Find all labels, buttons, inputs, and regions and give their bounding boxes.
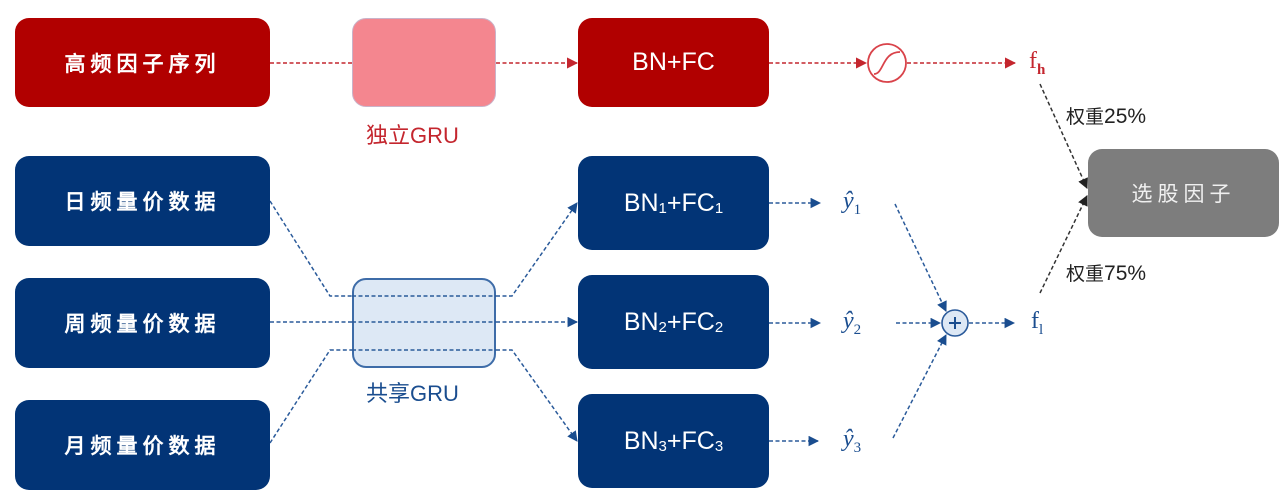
y-hat-1-sub: 1 [853,201,862,218]
y-hat-2-base: ŷ [843,308,854,334]
y-hat-2: ŷ2 [843,308,861,339]
monthly-data-box: 月频量价数据 [15,400,270,490]
y-hat-3-sub: 3 [853,439,862,456]
y-hat-1: ŷ1 [843,188,861,219]
bn-fc-head-3-label: BN3+FC3 [623,426,724,455]
independent-gru-box [352,18,496,107]
sigmoid-icon [867,43,907,83]
edge-gru-to-head-3 [496,349,578,442]
bn-fc-head-3: BN3+FC3 [578,394,769,488]
daily-data-label: 日频量价数据 [64,189,221,214]
monthly-data-label: 月频量价数据 [64,433,221,458]
y-hat-3-base: ŷ [843,426,854,452]
weight-low-prefix: 权重 [1066,263,1105,285]
edge-daily-to-gru [269,200,352,297]
weekly-data-box: 周频量价数据 [15,278,270,368]
bn-fc-head-1-label: BN1+FC1 [623,188,724,217]
weight-high-label: 权重25% [1066,102,1146,129]
daily-data-box: 日频量价数据 [15,156,270,246]
independent-gru-text: 独立GRU [366,123,459,148]
weekly-data-label: 周频量价数据 [64,311,221,336]
shared-gru-label: 共享GRU [366,376,459,408]
bn-fc-high-box: BN+FC [578,18,769,107]
fh-base: f [1029,48,1037,74]
stock-selection-factor-box: 选股因子 [1088,149,1279,237]
stock-selection-factor-label: 选股因子 [1131,182,1236,206]
edge-gru-to-head-1 [496,202,578,297]
shared-gru-text: 共享GRU [366,381,459,406]
independent-gru-label: 独立GRU [366,118,459,150]
edge-fh-to-final [1039,83,1088,189]
fl-label: fl [1031,308,1043,339]
y-hat-2-sub: 2 [853,321,862,338]
edge-y1-to-sum [894,203,947,312]
high-freq-factor-label: 高频因子序列 [64,50,221,76]
weight-high-value: 25% [1104,105,1147,128]
shared-gru-box [352,278,496,368]
fl-sub: l [1039,321,1044,338]
weight-low-value: 75% [1104,262,1147,285]
bn-fc-high-label: BN+FC [632,48,715,76]
fl-base: f [1031,308,1039,334]
y-hat-1-base: ŷ [843,188,854,214]
weight-high-prefix: 权重 [1066,106,1105,128]
y-hat-3: ŷ3 [843,426,861,457]
fh-label: fh [1029,48,1045,79]
edge-monthly-to-gru [269,349,352,444]
weight-low-label: 权重75% [1066,259,1146,286]
bn-fc-head-2: BN2+FC2 [578,275,769,369]
plus-circle-icon [941,309,969,337]
high-freq-factor-box: 高频因子序列 [15,18,270,107]
edge-fl-to-final [1039,195,1088,294]
bn-fc-head-1: BN1+FC1 [578,156,769,250]
edge-y3-to-sum [892,334,947,439]
bn-fc-head-2-label: BN2+FC2 [623,307,724,336]
fh-sub: h [1037,61,1046,78]
